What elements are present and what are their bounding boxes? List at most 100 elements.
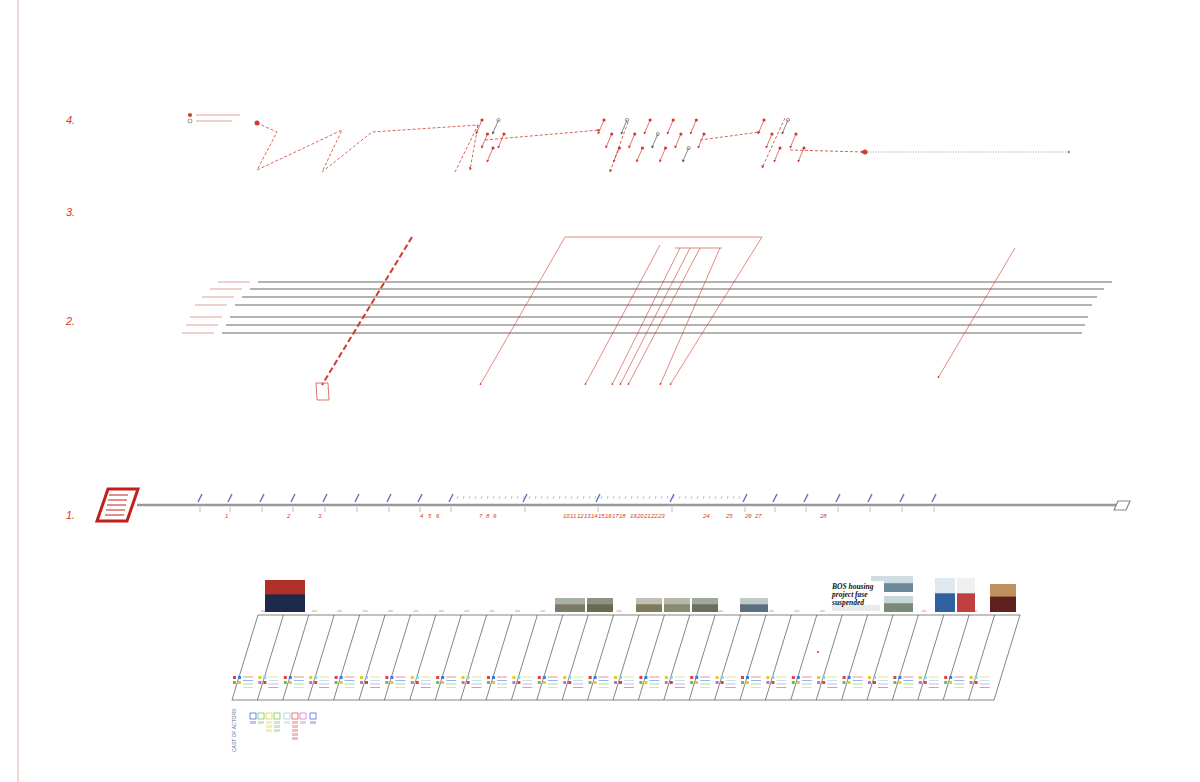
drawn-rect [690,681,693,684]
drawn-rect [644,681,647,684]
drawn-rect [385,681,388,684]
drawn-rect [360,676,363,679]
drawn-path [790,150,864,152]
drawn-line [319,684,329,685]
drawn-line [523,496,524,499]
drawn-path [766,134,772,148]
drawn-rect [848,676,851,679]
drawn-line [472,677,482,678]
drawn-line [726,684,736,685]
drawn-line [463,496,464,499]
event-number: 28 [820,513,827,519]
drawn-line [726,677,736,678]
drawn-line [230,507,231,512]
drawn-path [384,615,410,700]
drawn-line [511,496,512,499]
drawn-line [517,496,518,499]
drawn-line [625,496,626,499]
drawn-path [689,615,715,700]
drawn-path [667,120,673,134]
drawn-rect [898,681,901,684]
drawn-circle [817,651,819,653]
drawn-path [610,122,628,172]
drawn-line [903,684,913,685]
event-number: 26 [745,513,752,519]
drawn-circle [602,118,605,121]
drawn-rect [411,676,414,679]
drawn-line [853,684,863,685]
drawn-circle [502,132,505,135]
drawn-rect [817,681,820,684]
drawn-line [487,496,488,499]
drawn-line [573,687,583,688]
event-number: 25 [726,513,733,519]
drawn-line [395,684,405,685]
drawn-rect [639,681,642,684]
drawn-circle [664,146,667,149]
drawn-rect [512,676,515,679]
drawn-line [325,507,326,512]
drawn-path [969,615,995,700]
drawn-line [929,687,939,688]
drawn-rect [289,676,292,679]
drawn-rect [716,676,719,679]
drawn-rect [517,676,520,679]
drawn-rect [462,681,465,684]
drawn-path [334,615,360,700]
drawn-rect [975,676,978,679]
drawn-line [827,680,837,681]
drawn-line [745,507,746,512]
event-number: 11 [570,513,576,519]
drawn-line [523,494,527,502]
drawn-rect [639,676,642,679]
drawn-line [497,687,507,688]
drawn-rect [543,681,546,684]
drawn-rect [258,713,264,719]
drawn-line [573,680,583,681]
drawn-rect [665,676,668,679]
drawn-line [357,507,358,512]
drawn-rect [284,676,287,679]
drawn-path [487,148,493,162]
drawn-line [553,496,554,499]
drawn-path [782,120,788,134]
drawn-rect [919,676,922,679]
drawn-line [751,677,761,678]
drawn-path [868,152,1070,153]
drawn-rect [568,681,571,684]
row-number: 1. [66,510,75,521]
drawn-line [105,515,124,516]
drawn-path [230,317,1088,318]
drawn-rect [746,676,749,679]
drawn-line [210,288,242,289]
drawn-rect [292,725,298,728]
drawn-rect [258,721,264,724]
drawn-line [571,496,572,499]
drawn-line [601,496,602,499]
drawn-path [943,615,969,700]
drawn-path [598,120,604,134]
drawn-rect [721,681,724,684]
drawn-rect [935,593,955,612]
drawn-line [820,611,825,612]
drawn-rect [893,676,896,679]
drawn-line [624,684,634,685]
drawn-rect [695,676,698,679]
drawn-line [337,611,342,612]
drawn-line [421,687,431,688]
drawn-line [345,687,355,688]
drawn-line [599,677,609,678]
drawn-line [387,494,391,502]
drawn-rect [390,681,393,684]
drawn-rect [310,713,316,719]
drawn-line [853,680,863,681]
drawn-line [540,611,545,612]
drawn-line [685,496,686,499]
drawn-rect [563,681,566,684]
drawn-rect [957,593,975,612]
drawn-line [559,496,560,499]
drawn-line [769,611,774,612]
drawn-line [902,507,903,512]
drawn-rect [822,681,825,684]
drawn-rect [990,584,1016,612]
